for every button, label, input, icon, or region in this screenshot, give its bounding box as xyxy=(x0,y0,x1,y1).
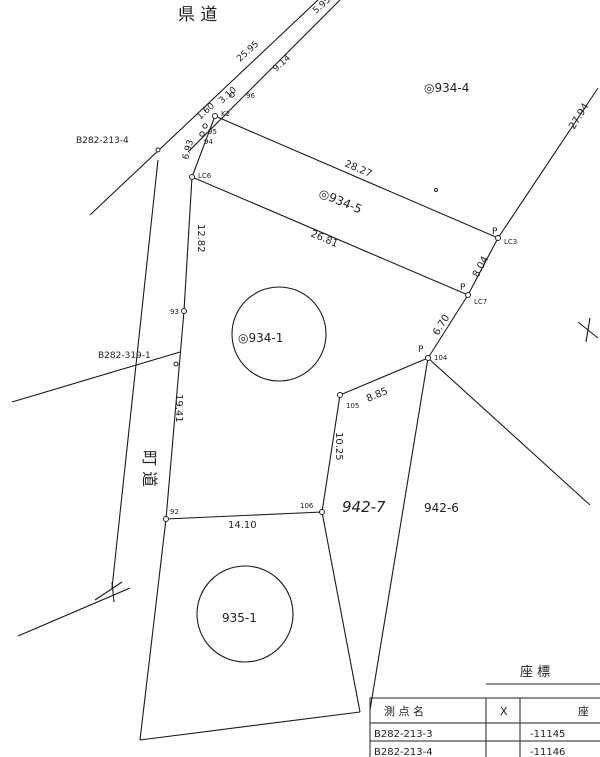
svg-text:92: 92 xyxy=(170,508,179,516)
svg-text:28.27: 28.27 xyxy=(343,159,374,180)
svg-text:LC3: LC3 xyxy=(504,238,517,246)
svg-text:LC6: LC6 xyxy=(198,172,212,180)
svg-text:96: 96 xyxy=(246,92,255,100)
coord-table-row-x: -11146 xyxy=(530,747,565,757)
svg-text:106: 106 xyxy=(300,502,314,510)
coord-table-header-x: X xyxy=(500,705,508,718)
svg-text:14.10: 14.10 xyxy=(228,520,257,531)
svg-text:8.04: 8.04 xyxy=(471,255,491,280)
coord-table-row-x: -11145 xyxy=(530,729,565,740)
crosshair-mark xyxy=(577,317,599,343)
parcel-boundaries xyxy=(139,115,591,741)
parcel-934-4-east-boundary xyxy=(497,87,599,239)
distance-labels: 25.95 9.14 3.10 1.60 28.27 26.81 12.82 1… xyxy=(173,0,592,531)
svg-text:B282-319-1: B282-319-1 xyxy=(98,351,151,361)
svg-text:94: 94 xyxy=(204,138,213,146)
parcel-934-4-label: ◎934-4 xyxy=(424,81,469,95)
coord-table-row-name: B282-213-3 xyxy=(374,729,433,740)
svg-text:10.25: 10.25 xyxy=(333,432,344,461)
svg-text:27.94: 27.94 xyxy=(567,101,592,131)
svg-text:6.93: 6.93 xyxy=(181,139,196,161)
svg-text:8.85: 8.85 xyxy=(365,386,390,405)
svg-text:19.41: 19.41 xyxy=(173,394,184,423)
svg-text:P: P xyxy=(460,283,466,293)
svg-text:5.95: 5.95 xyxy=(311,0,333,16)
parcel-934-1-label: ◎934-1 xyxy=(238,331,283,345)
parcel-934-5-label: ◎934-5 xyxy=(317,186,364,217)
svg-text:93: 93 xyxy=(170,308,179,316)
survey-points xyxy=(155,92,501,522)
svg-text:12.82: 12.82 xyxy=(195,224,206,253)
svg-text:95: 95 xyxy=(208,128,217,136)
svg-text:K2: K2 xyxy=(221,110,230,118)
svg-text:105: 105 xyxy=(346,402,359,410)
town-road xyxy=(11,159,181,637)
parcel-942-6-label: 942-6 xyxy=(424,501,459,515)
svg-text:26.81: 26.81 xyxy=(309,229,340,250)
svg-text:P: P xyxy=(418,345,424,355)
coord-table-title: 座 標 xyxy=(520,665,550,680)
parcel-935-1-label: 935-1 xyxy=(222,611,257,625)
svg-text:25.95: 25.95 xyxy=(235,40,261,65)
coordinate-table: 座 標 測 点 名 X 座 B282-213-3 -11145 B282-213… xyxy=(369,665,600,757)
svg-text:P: P xyxy=(492,227,498,237)
svg-text:9.14: 9.14 xyxy=(271,53,293,74)
coord-table-header-coord: 座 xyxy=(578,704,589,718)
prefectural-road-label: 県 道 xyxy=(178,5,217,25)
parcel-934-1-circle xyxy=(231,286,327,382)
coord-table-row-name: B282-213-4 xyxy=(374,747,433,757)
svg-text:3.10: 3.10 xyxy=(217,85,239,106)
svg-text:104: 104 xyxy=(434,354,448,362)
svg-text:LC7: LC7 xyxy=(474,298,487,306)
parcel-942-handwritten-label: 942-7 xyxy=(342,498,386,516)
coord-table-header-name: 測 点 名 xyxy=(384,704,424,718)
svg-text:B282-213-4: B282-213-4 xyxy=(76,136,129,146)
point-labels: B282-213-4 B282-319-1 K2 95 94 96 LC6 LC… xyxy=(76,92,517,516)
parcel-935-1-circle xyxy=(196,565,294,663)
prefectural-road xyxy=(89,0,341,216)
town-road-label: 町 道 xyxy=(140,450,159,487)
